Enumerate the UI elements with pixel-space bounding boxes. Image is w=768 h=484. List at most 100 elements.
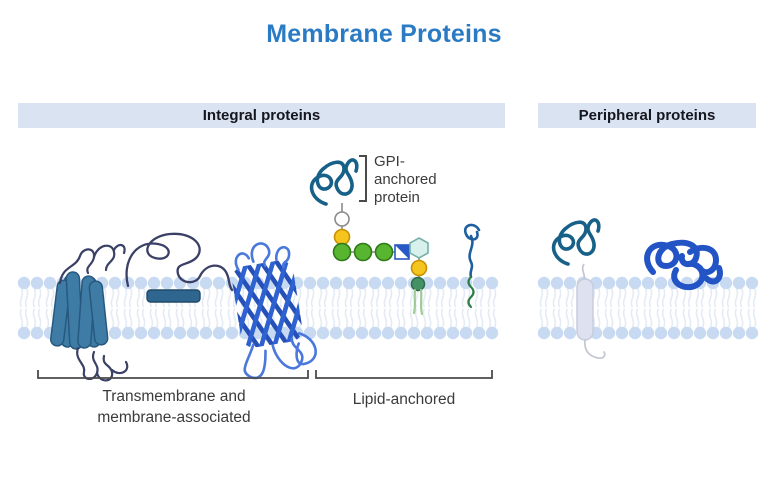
membrane-associated-protein	[125, 232, 234, 303]
lipid-tail	[695, 308, 700, 329]
lipid-head	[446, 276, 460, 290]
lipid-tail	[539, 308, 544, 329]
lipid-tail	[227, 287, 232, 308]
lipid-tail	[331, 308, 336, 329]
lipid-tail	[323, 308, 328, 329]
lipid-tail	[643, 287, 648, 308]
lipid-head	[628, 326, 642, 340]
lipid-anchored-label: Lipid-anchored	[316, 389, 492, 410]
lipid-head	[667, 326, 681, 340]
lipid-tail	[747, 287, 752, 308]
lipid-tail	[721, 287, 726, 308]
lipid-tail	[453, 308, 458, 329]
lipid-tail	[617, 287, 622, 308]
lipid-tail	[318, 308, 323, 329]
lipid-head	[329, 276, 343, 290]
lipid-head	[550, 276, 564, 290]
lipid-tail	[180, 308, 185, 329]
lipid-head	[732, 276, 746, 290]
lipid-head	[615, 276, 629, 290]
lipid-head	[134, 326, 148, 340]
lipid-head	[212, 276, 226, 290]
lipid-head	[30, 326, 44, 340]
lipid-tail	[110, 308, 115, 329]
lipid-tail	[422, 287, 427, 308]
lipid-tail	[596, 287, 601, 308]
lipid-head	[654, 326, 668, 340]
lipid-head	[550, 326, 564, 340]
lipid-tail	[453, 287, 458, 308]
lipid-tail	[201, 308, 206, 329]
lipid-tail	[136, 287, 141, 308]
lipid-tail	[552, 308, 557, 329]
lipid-tail	[193, 308, 198, 329]
lipid-tail	[669, 308, 674, 329]
lipid-head	[121, 326, 135, 340]
lipid-tail	[214, 287, 219, 308]
lipid-tail	[557, 308, 562, 329]
lipid-tail	[734, 287, 739, 308]
lipid-tail	[123, 308, 128, 329]
membrane-associated-loop	[125, 232, 234, 292]
lipid-anchored-label-text: Lipid-anchored	[352, 391, 456, 408]
lipid-tail	[687, 308, 692, 329]
lipid-tail	[297, 287, 302, 308]
section-header-integral: Integral proteins	[18, 103, 505, 128]
lipid-head	[472, 276, 486, 290]
lipid-tail	[713, 287, 718, 308]
transmembrane-label-line1: Transmembrane and	[102, 388, 246, 405]
peripheral-helix-tail	[584, 339, 606, 360]
lipid-tail	[427, 287, 432, 308]
lipid-tail	[37, 287, 42, 308]
lipid-tail	[123, 287, 128, 308]
lipid-tail	[115, 308, 120, 329]
section-header-peripheral: Peripheral proteins	[538, 103, 756, 128]
lipid-tail	[604, 308, 609, 329]
lipid-head	[745, 276, 759, 290]
lipid-tail	[409, 308, 414, 329]
lipid-tail	[45, 308, 50, 329]
lipid-tail	[19, 287, 24, 308]
lipid-tail	[349, 308, 354, 329]
lipid-head	[381, 326, 395, 340]
page-title: Membrane Proteins	[266, 20, 502, 48]
lipid-tail	[565, 287, 570, 308]
lipid-head	[485, 326, 499, 340]
lipid-tail	[630, 308, 635, 329]
lipid-tail	[154, 308, 159, 329]
lipid-tail	[414, 308, 419, 329]
glycan-white-circle	[334, 211, 350, 227]
lipid-tail	[669, 287, 674, 308]
lipid-head	[693, 326, 707, 340]
glycan-divided-square-fill	[395, 245, 409, 259]
lipid-tail	[323, 287, 328, 308]
lipid-head	[43, 276, 57, 290]
lipid-tail	[570, 308, 575, 329]
lipid-tail	[37, 308, 42, 329]
lipid-head	[433, 326, 447, 340]
lipid-anchored-bracket	[315, 370, 493, 379]
lipid-tail	[232, 308, 237, 329]
lipid-tail	[375, 287, 380, 308]
gpi-bracket	[359, 155, 367, 202]
lipid-tail	[461, 308, 466, 329]
peripheral-pale-helix	[576, 278, 594, 341]
lipid-tail	[336, 308, 341, 329]
lipid-tail	[487, 308, 492, 329]
lipid-head	[199, 276, 213, 290]
lipid-tail	[708, 287, 713, 308]
glycan-green-circles	[332, 242, 394, 262]
lipid-tail	[695, 287, 700, 308]
lipid-head	[381, 276, 395, 290]
lipid-tail	[739, 308, 744, 329]
lipid-tail	[357, 287, 362, 308]
transmembrane-label-line2: membrane-associated	[97, 409, 251, 426]
grouping-brackets	[37, 370, 493, 379]
lipid-head	[160, 326, 174, 340]
peripheral-protein-tethered	[551, 218, 606, 360]
lipid-head	[212, 326, 226, 340]
lipid-bilayer-peripheral	[537, 276, 759, 340]
glycan-yellow-circle-2	[410, 259, 428, 277]
lipid-tail	[427, 308, 432, 329]
lipid-tail	[401, 287, 406, 308]
